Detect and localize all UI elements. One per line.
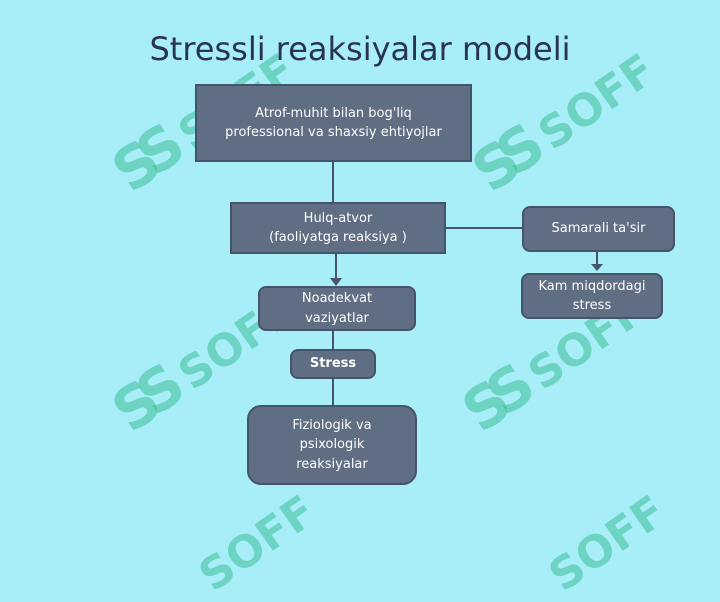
- node-behavior-label: Hulq-atvor (faoliyatga reaksiya ): [269, 210, 407, 246]
- connector-lines: [330, 162, 603, 405]
- node-lowstress: Kam miqdordagi stress: [521, 273, 663, 319]
- node-environment: Atrof-muhit bilan bog'liq professional v…: [195, 84, 472, 162]
- node-reactions: Fiziologik va psixologik reaksiyalar: [247, 405, 417, 485]
- node-effective-label: Samarali ta'sir: [551, 221, 646, 237]
- node-lowstress-label: Kam miqdordagi stress: [538, 278, 646, 314]
- node-behavior: Hulq-atvor (faoliyatga reaksiya ): [230, 202, 446, 254]
- node-stress: Stress: [290, 349, 376, 379]
- node-reactions-label: Fiziologik va psixologik reaksiyalar: [292, 417, 372, 472]
- node-stress-label: Stress: [309, 356, 357, 372]
- node-environment-label: Atrof-muhit bilan bog'liq professional v…: [225, 105, 442, 141]
- arrow-head: [330, 278, 342, 286]
- node-effective: Samarali ta'sir: [522, 206, 675, 252]
- node-inadequate: Noadekvat vaziyatlar: [258, 286, 416, 331]
- arrow-head: [591, 264, 603, 271]
- page-title: Stressli reaksiyalar modeli: [149, 30, 571, 68]
- node-inadequate-label: Noadekvat vaziyatlar: [301, 291, 373, 326]
